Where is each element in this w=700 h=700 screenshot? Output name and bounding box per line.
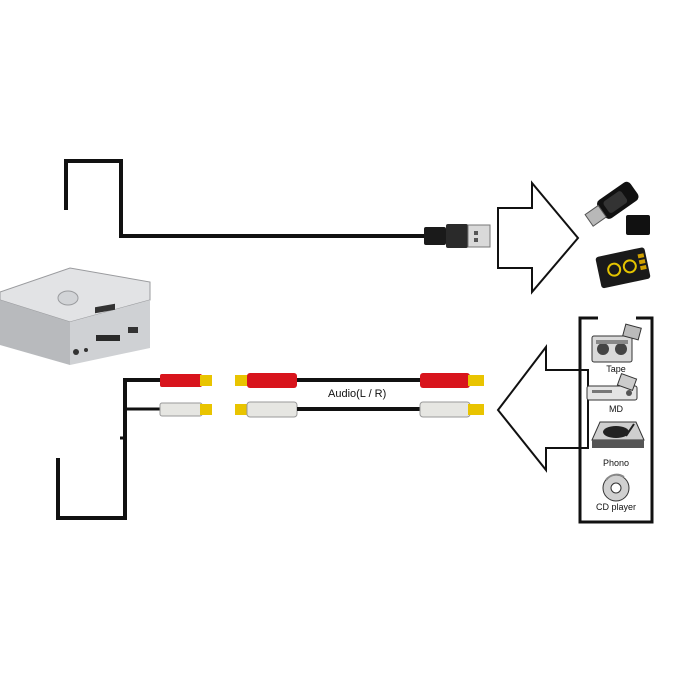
usb-plug-body bbox=[424, 227, 446, 245]
usb-port bbox=[95, 303, 115, 314]
source-label-cd-player: CD player bbox=[595, 502, 636, 512]
turntable-icon bbox=[591, 421, 645, 448]
rca-plug-white-left bbox=[159, 402, 212, 417]
rca-cable-right-end bbox=[419, 373, 484, 418]
power-button bbox=[57, 290, 79, 306]
right-arrow-icon bbox=[497, 180, 580, 295]
rca-cable-left-end bbox=[235, 373, 298, 418]
usb-flash-drive-icon bbox=[584, 181, 639, 227]
left-arrow-icon bbox=[496, 344, 589, 473]
recorder-device bbox=[0, 267, 151, 365]
usb-plug-metal bbox=[467, 224, 491, 248]
audio-input-cable bbox=[56, 378, 162, 520]
audio-cable-label: Audio(L / R) bbox=[328, 388, 387, 400]
source-label-tape: Tape bbox=[606, 364, 626, 374]
audio-jack bbox=[73, 349, 79, 355]
usb-cable bbox=[64, 159, 491, 248]
source-label-phono: Phono bbox=[602, 458, 630, 468]
cd-player-icon bbox=[602, 473, 630, 502]
md-player-icon bbox=[586, 372, 638, 401]
rca-plug-red-left bbox=[160, 374, 212, 387]
card-slot bbox=[96, 335, 120, 341]
source-label-md: MD bbox=[609, 404, 623, 414]
source-panel-bracket bbox=[578, 316, 654, 524]
sd-card-small bbox=[626, 215, 650, 235]
tape-deck-icon bbox=[591, 323, 642, 363]
sd-card-icon bbox=[595, 247, 651, 289]
